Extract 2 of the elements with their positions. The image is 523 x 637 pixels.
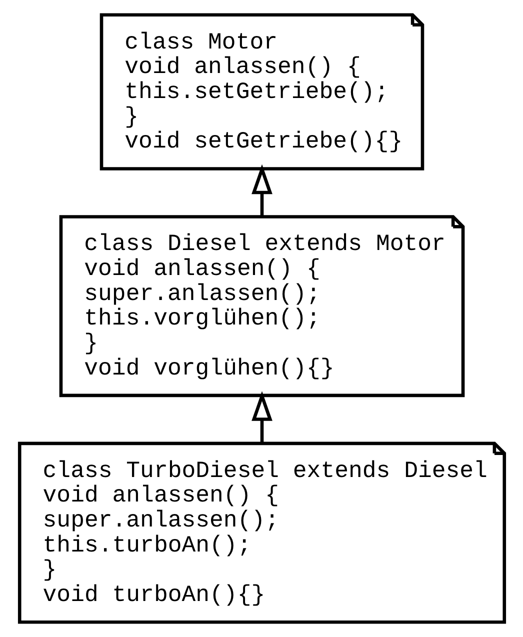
arrow xyxy=(251,391,272,443)
arrow xyxy=(251,164,272,216)
